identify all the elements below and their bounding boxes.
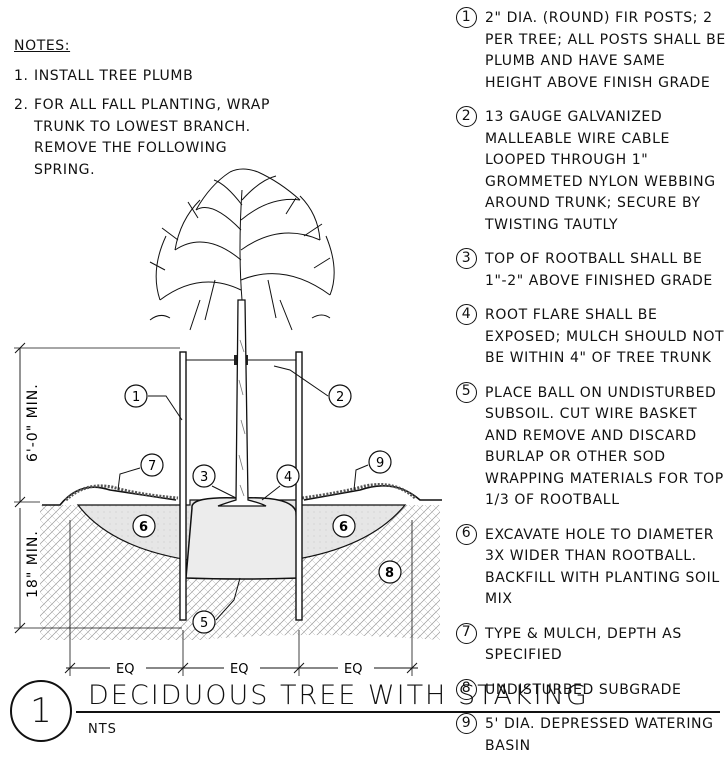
- general-notes: NOTES: 1. INSTALL TREE PLUMB 2. FOR ALL …: [14, 36, 314, 181]
- eq-label-1: EQ: [116, 662, 134, 677]
- notes-title: NOTES:: [14, 38, 71, 54]
- keynote-5-text: PLACE BALL ON UNDISTURBED SUBSOIL. CUT W…: [485, 384, 724, 509]
- mulch-left: [64, 484, 179, 502]
- callout-8: 8: [378, 560, 402, 584]
- svg-text:8: 8: [385, 566, 394, 581]
- svg-text:6: 6: [139, 520, 148, 535]
- note-1-text: INSTALL TREE PLUMB: [34, 67, 194, 84]
- keynote-4: 4 ROOT FLARE SHALL BE EXPOSED; MULCH SHOU…: [456, 304, 726, 370]
- keynote-1-number: 1: [456, 7, 477, 28]
- keynote-5-number: 5: [456, 381, 477, 403]
- depth-dimension-label: 18" MIN.: [25, 530, 41, 598]
- root-ball: [185, 496, 301, 580]
- keynote-8-text: UNDISTURBED SUBGRADE: [485, 681, 682, 698]
- keynote-2: 2 13 GAUGE GALVANIZED MALLEABLE WIRE CABL…: [456, 106, 726, 236]
- svg-text:7: 7: [148, 459, 156, 474]
- keynote-3-number: 3: [456, 248, 477, 269]
- height-dimension-label: 6'-0" MIN.: [25, 383, 41, 462]
- tree-trunk: [217, 299, 267, 507]
- keynote-9-number: 9: [456, 713, 477, 734]
- svg-text:4: 4: [284, 470, 292, 485]
- keynote-9-text: 5' DIA. DEPRESSED WATERING BASIN: [485, 716, 714, 754]
- keynote-6: 6 EXCAVATE HOLE TO DIAMETER 3X WIDER THAN…: [456, 523, 726, 611]
- callout-1: 1: [124, 384, 183, 421]
- keynote-7-text: TYPE & MULCH, DEPTH AS SPECIFIED: [485, 625, 682, 664]
- keynote-1: 1 2" DIA. (ROUND) FIR POSTS; 2 PER TREE; …: [456, 7, 726, 94]
- keynote-4-number: 4: [456, 304, 477, 325]
- svg-text:6: 6: [339, 520, 348, 535]
- note-2-number: 2.: [14, 97, 29, 113]
- keynotes-list: 1 2" DIA. (ROUND) FIR POSTS; 2 PER TREE; …: [456, 7, 726, 770]
- callout-6-right: 6: [332, 514, 356, 538]
- callout-9: 9: [353, 450, 392, 491]
- eq-label-2: EQ: [230, 662, 248, 677]
- callout-5: 5: [192, 577, 241, 634]
- stake-right: [295, 351, 303, 621]
- keynote-6-number: 6: [456, 523, 477, 545]
- svg-text:9: 9: [376, 456, 384, 471]
- keynote-5: 5 PLACE BALL ON UNDISTURBED SUBSOIL. CUT …: [456, 381, 726, 512]
- svg-text:2: 2: [336, 390, 344, 405]
- note-1: 1. INSTALL TREE PLUMB: [14, 66, 314, 88]
- callout-4: 4: [261, 464, 300, 501]
- svg-text:5: 5: [200, 616, 208, 631]
- keynote-7: 7 TYPE & MULCH, DEPTH AS SPECIFIED: [456, 622, 726, 667]
- tree-canopy: [149, 168, 335, 331]
- note-1-number: 1.: [14, 67, 29, 84]
- stake-left: [179, 351, 187, 621]
- keynote-6-text: EXCAVATE HOLE TO DIAMETER 3X WIDER THAN …: [485, 526, 720, 608]
- keynote-2-number: 2: [456, 106, 477, 127]
- keynote-1-text: 2" DIA. (ROUND) FIR POSTS; 2 PER TREE; A…: [485, 10, 726, 91]
- keynote-3-text: TOP OF ROOTBALL SHALL BE 1"-2" ABOVE FIN…: [485, 251, 713, 289]
- detail-scale: NTS: [88, 722, 117, 737]
- eq-label-3: EQ: [344, 662, 362, 677]
- keynote-4-text: ROOT FLARE SHALL BE EXPOSED; MULCH SHOUL…: [485, 307, 725, 366]
- svg-text:3: 3: [200, 470, 208, 485]
- note-2-text: FOR ALL FALL PLANTING, WRAP TRUNK TO LOW…: [34, 97, 271, 178]
- detail-title: DECIDUOUS TREE WITH STAKING: [88, 680, 589, 711]
- keynote-3: 3 TOP OF ROOTBALL SHALL BE 1"-2" ABOVE FI…: [456, 248, 726, 292]
- callout-2: 2: [273, 365, 352, 408]
- keynote-2-text: 13 GAUGE GALVANIZED MALLEABLE WIRE CABLE…: [485, 109, 716, 233]
- callout-7: 7: [117, 453, 164, 491]
- detail-number-bubble: 1: [10, 680, 72, 742]
- keynote-9: 9 5' DIA. DEPRESSED WATERING BASIN: [456, 713, 726, 757]
- keynote-7-number: 7: [456, 622, 477, 644]
- callout-3: 3: [192, 464, 237, 499]
- keynote-8: 8 UNDISTURBED SUBGRADE: [456, 678, 726, 702]
- svg-text:1: 1: [132, 390, 140, 405]
- keynote-8-number: 8: [456, 678, 477, 700]
- mulch-right: [301, 483, 417, 500]
- note-2: 2. FOR ALL FALL PLANTING, WRAP TRUNK TO …: [14, 95, 284, 181]
- callout-6-left: 6: [132, 514, 156, 538]
